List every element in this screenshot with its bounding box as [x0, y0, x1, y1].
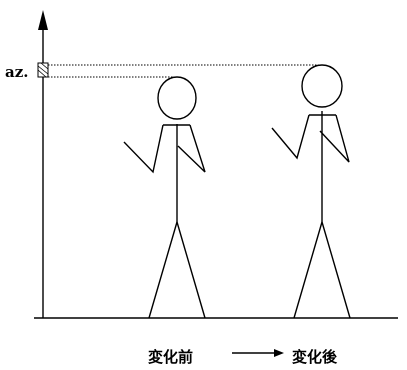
figure-arm-left — [271, 114, 310, 160]
axis-label: az. — [5, 63, 28, 81]
vertical-axis-arrowhead — [38, 10, 48, 30]
figure-leg-right — [176, 221, 206, 319]
caption-after: 変化後 — [292, 348, 338, 365]
figure-head — [157, 76, 197, 120]
caption-arrow — [232, 349, 284, 357]
figure-leg-left — [293, 221, 323, 319]
marker-hatch-line — [37, 65, 49, 75]
marker-hatch-line — [40, 62, 49, 70]
caption-before: 変化前 — [148, 348, 193, 365]
figure-leg-right — [321, 221, 351, 319]
stick-figure-before — [123, 76, 206, 319]
figure-arm-right — [319, 114, 350, 163]
figure-head — [301, 64, 343, 108]
marker-hatch-line — [37, 69, 47, 78]
stick-figure-after — [271, 64, 351, 319]
figure-leg-left — [148, 221, 178, 319]
figure-arm-left — [123, 124, 164, 174]
figure-arm-right — [177, 124, 206, 173]
